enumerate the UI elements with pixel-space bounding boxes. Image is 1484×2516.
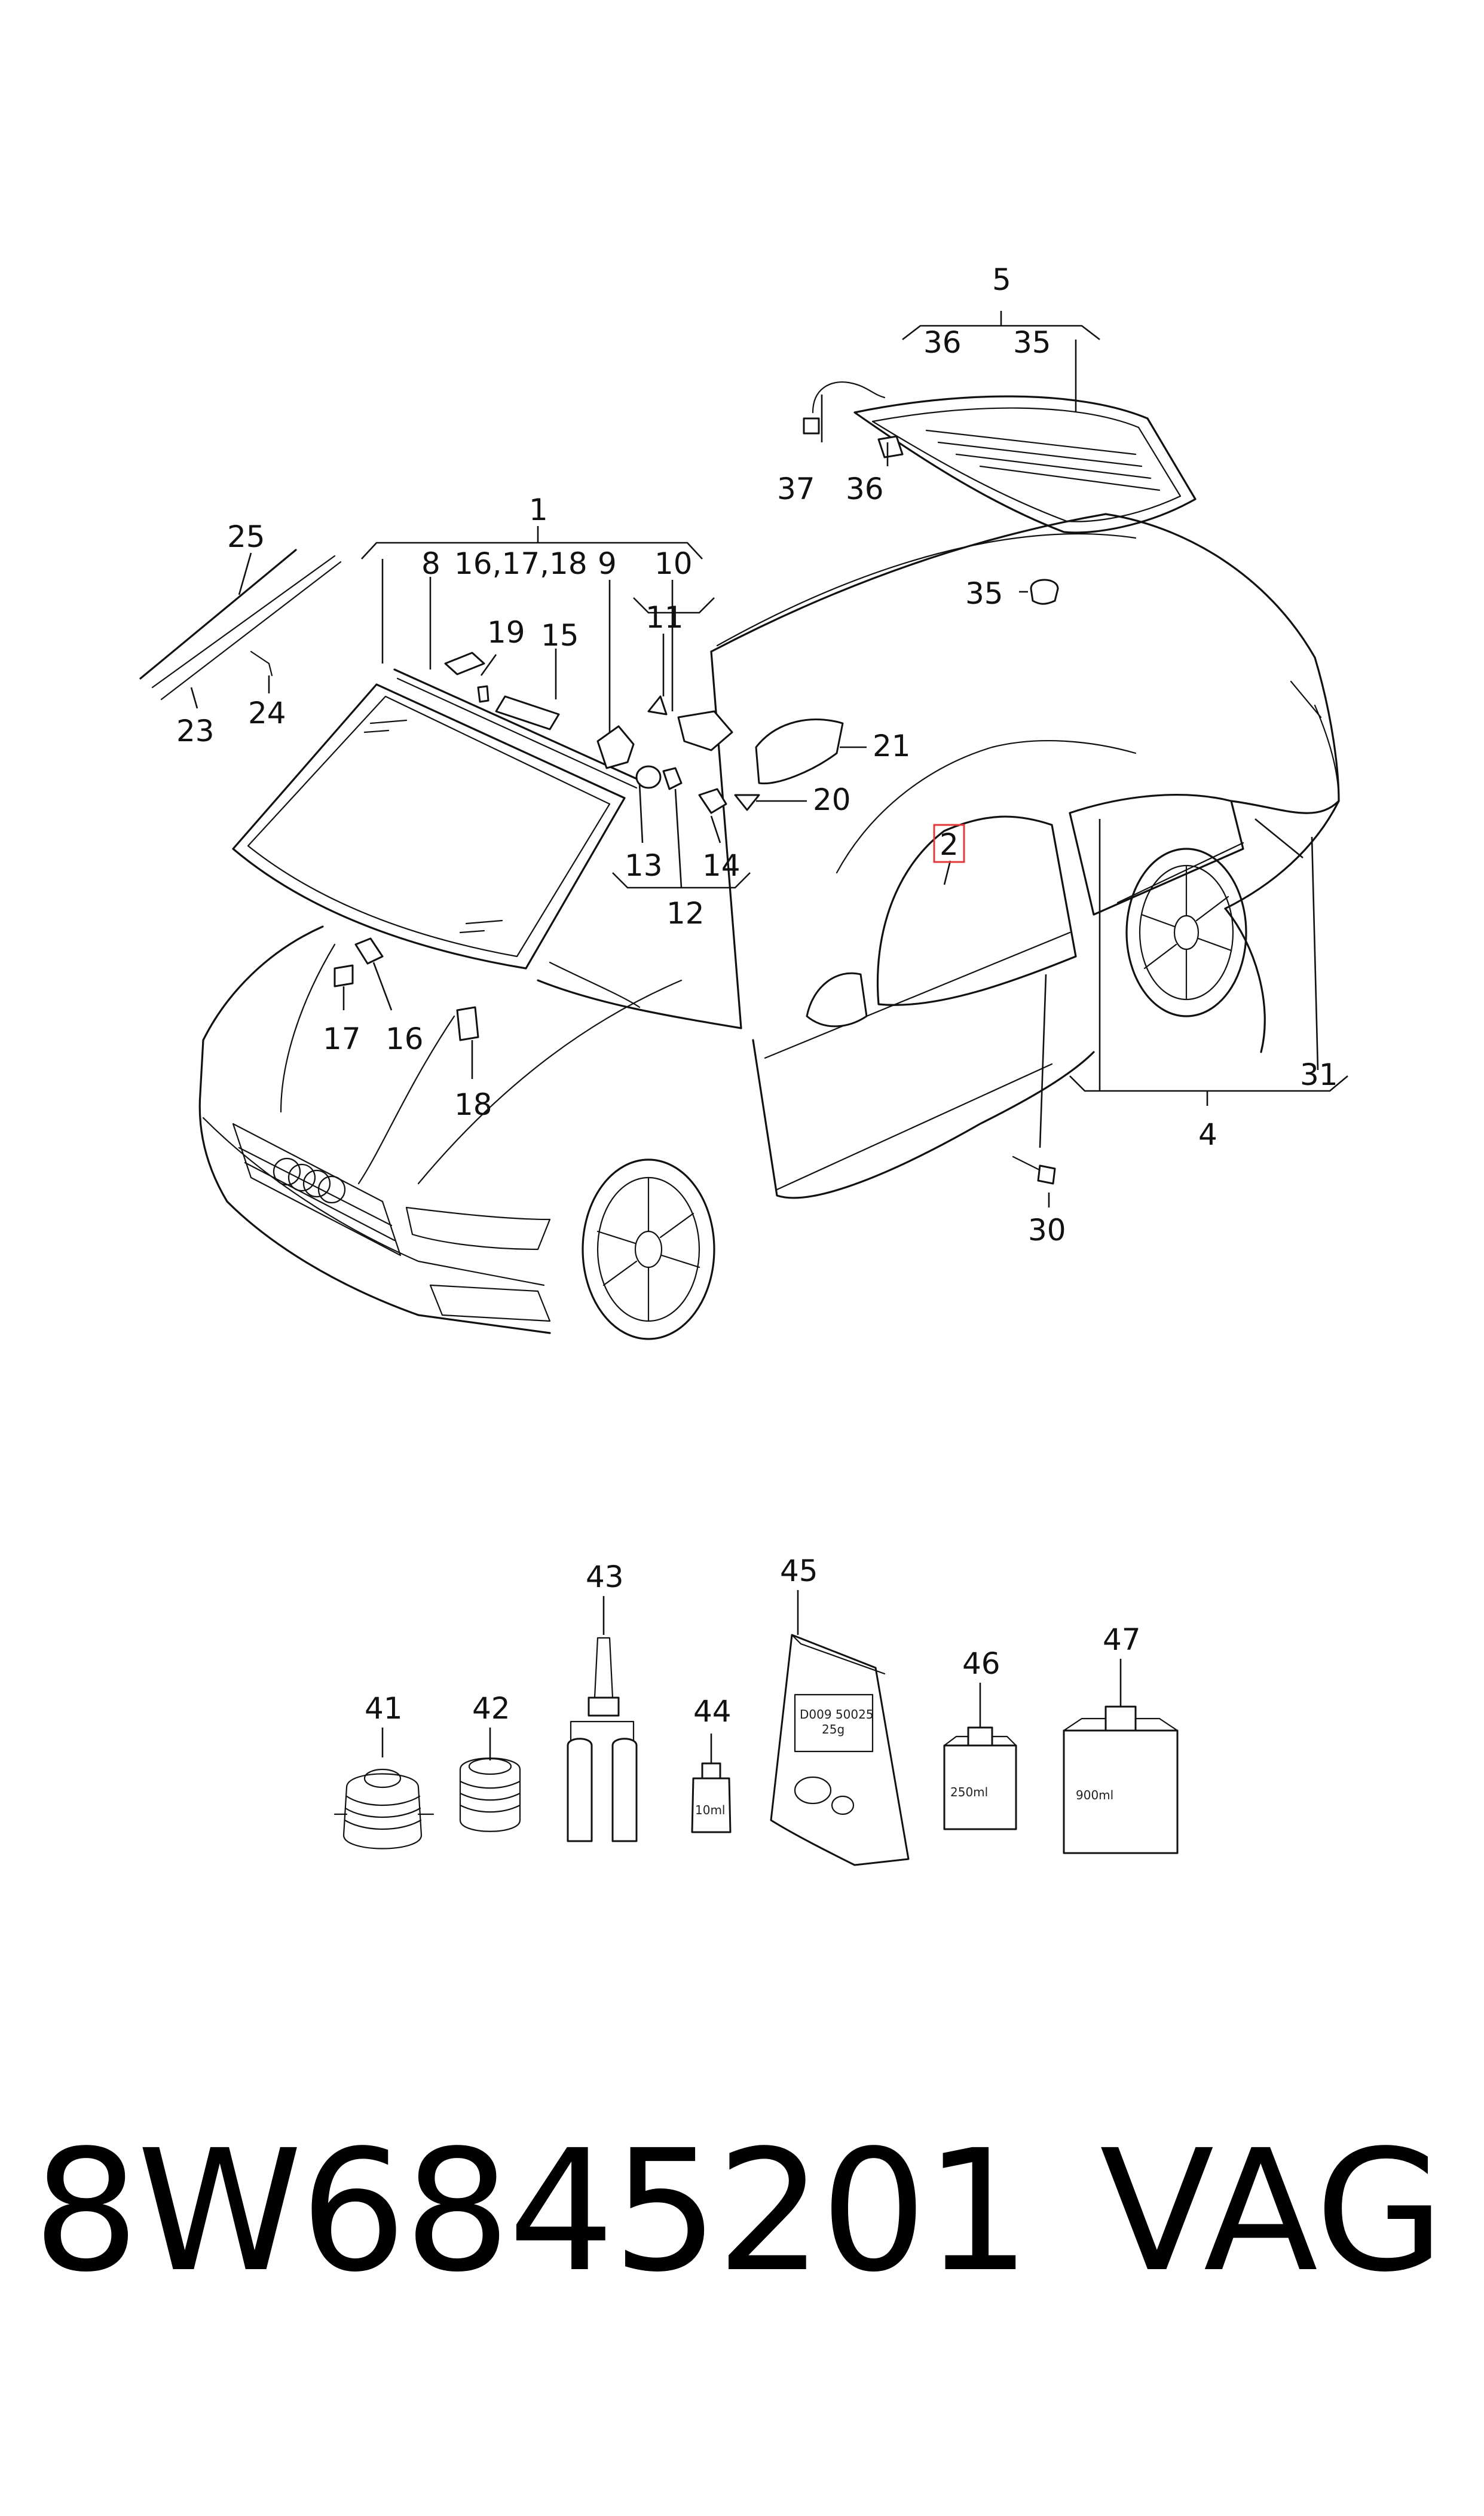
callout-12: 12 xyxy=(666,896,705,931)
sealing-cord-part-42 xyxy=(459,1728,521,1832)
callout-36-top: 36 xyxy=(923,325,962,360)
mirror-cover-part-21 xyxy=(755,718,844,785)
wiper-trim-part-23-25 xyxy=(139,549,342,701)
cowl-strip xyxy=(549,961,641,1008)
bag-label-line-2: 25g xyxy=(822,1722,844,1737)
callout-14: 14 xyxy=(702,848,741,883)
camera-part-10-11 xyxy=(647,695,733,751)
brand-text: VAG xyxy=(1100,2114,1445,2309)
callout-20: 20 xyxy=(813,782,851,817)
adhesive-cartridge-part-43 xyxy=(567,1596,638,1842)
callout-35: 35 xyxy=(965,576,1003,611)
callout-18: 18 xyxy=(454,1087,492,1122)
callout-46: 46 xyxy=(962,1646,1000,1681)
callout-5: 5 xyxy=(992,262,1011,297)
cleaner-bottle-part-46: 250ml xyxy=(943,1683,1017,1830)
callout-25: 25 xyxy=(227,519,265,554)
callout-30: 30 xyxy=(1028,1213,1066,1248)
highlighted-callout-2: 2 xyxy=(933,824,965,863)
callout-19: 19 xyxy=(487,615,525,650)
callout-44: 44 xyxy=(693,1694,732,1729)
callout-labels: 5 36 35 37 36 35 25 1 8 16,17,18 9 10 11… xyxy=(176,262,1338,1248)
callout-16-17-18: 16,17,18 xyxy=(454,546,588,581)
callout-9: 9 xyxy=(598,546,617,581)
callout-24: 24 xyxy=(248,696,286,730)
bracket-part-16 xyxy=(354,937,384,965)
front-wheel xyxy=(582,1158,715,1340)
callout-10: 10 xyxy=(654,546,693,581)
callout-1: 1 xyxy=(529,493,548,527)
callout-23: 23 xyxy=(176,714,215,748)
callout-8: 8 xyxy=(421,546,440,581)
bottle-250ml-label: 250ml xyxy=(950,1785,988,1799)
callout-42: 42 xyxy=(472,1691,510,1726)
accessories-row: 41 42 43 10ml 44 xyxy=(333,1554,1179,1866)
windshield-part-1 xyxy=(232,683,626,970)
callout-41: 41 xyxy=(365,1691,403,1726)
bracket-part-17 xyxy=(333,964,354,988)
leader-lines xyxy=(190,311,1348,1207)
callout-13: 13 xyxy=(625,848,663,883)
callout-16: 16 xyxy=(385,1022,424,1056)
bracket-part-15 xyxy=(495,695,560,730)
primer-bottle-part-44: 10ml xyxy=(691,1734,732,1833)
rear-window-part-5 xyxy=(803,381,1197,534)
rear-wheel xyxy=(1125,848,1247,1017)
screw-part-30 xyxy=(1012,1155,1056,1185)
trim-strip-part-8 xyxy=(393,668,641,781)
bag-label-line-1: D009 50025 xyxy=(800,1707,874,1722)
callout-2: 2 xyxy=(940,827,959,862)
audi-rings-emblem xyxy=(273,1157,346,1204)
callout-17: 17 xyxy=(323,1022,361,1056)
clip-part-20 xyxy=(734,794,760,811)
sealing-cord-part-41 xyxy=(333,1728,435,1849)
bottle-10ml-label: 10ml xyxy=(695,1803,726,1817)
part-number-text: 8W6845201 xyxy=(33,2114,1031,2309)
callout-47: 47 xyxy=(1103,1622,1141,1657)
callout-21: 21 xyxy=(873,729,911,763)
rain-sensor-part-9 xyxy=(596,725,635,769)
clip-part-19 xyxy=(444,652,489,703)
bracket-part-18 xyxy=(456,1006,479,1041)
callout-15: 15 xyxy=(541,618,579,653)
callout-35-top: 35 xyxy=(1013,325,1051,360)
callout-4: 4 xyxy=(1198,1117,1217,1152)
clip-part-12 xyxy=(662,767,683,790)
adhesive-bag-part-45: D009 50025 25g xyxy=(770,1590,910,1866)
bottle-900ml-label: 900ml xyxy=(1076,1788,1113,1802)
callout-11: 11 xyxy=(645,600,684,635)
callout-43: 43 xyxy=(586,1560,624,1594)
callout-37: 37 xyxy=(777,472,815,506)
cleaner-bottle-part-47: 900ml xyxy=(1063,1659,1179,1854)
ring-part-13 xyxy=(635,765,662,789)
callout-36: 36 xyxy=(846,472,884,506)
clip-part-14 xyxy=(698,788,727,814)
callout-31: 31 xyxy=(1300,1057,1338,1092)
callout-45: 45 xyxy=(780,1554,818,1588)
bump-stop-part-35 xyxy=(1030,579,1059,605)
